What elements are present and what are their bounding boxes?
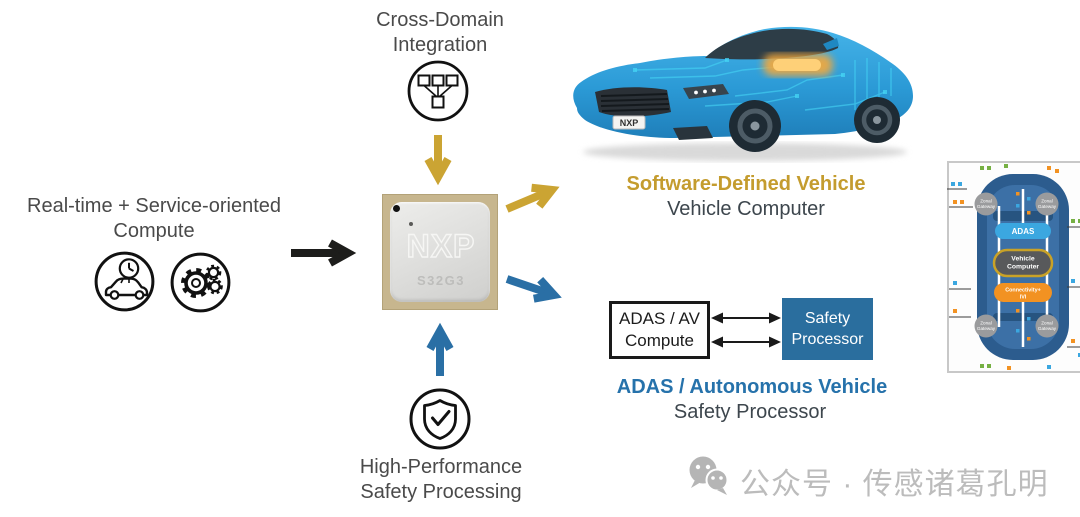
sdv-subtitle: Vehicle Computer — [667, 198, 825, 220]
zonal-conn-label2: IVI — [1020, 295, 1027, 301]
car-intake — [673, 126, 713, 140]
car-shadow — [583, 143, 907, 161]
zonal-gateway-label: Zonal — [1041, 199, 1053, 204]
safety-processing-line1: High-Performance — [359, 456, 523, 478]
zonal-vehicle-computer-box: Vehicle Computer — [992, 248, 1054, 278]
zonal-gateway-label: Gateway — [1038, 326, 1057, 331]
adas-safety-links — [721, 317, 771, 343]
cross-domain-line2: Integration — [392, 34, 488, 56]
shield-check-icon — [409, 388, 471, 450]
zonal-vc-label1: Vehicle — [1011, 256, 1035, 263]
car-headlight-leds — [694, 88, 716, 95]
s32g3-chip: NXP S32G3 — [382, 194, 498, 310]
zonal-gateway-label: Gateway — [977, 204, 996, 209]
zonal-adas-box: ADAS — [995, 223, 1051, 239]
zonal-gateway-top-left: Zonal Gateway — [974, 192, 998, 216]
car-license-plate: NXP — [612, 115, 646, 130]
chip-logo-text: NXP — [407, 228, 476, 264]
safety-processing-caption: High-Performance Safety Processing — [360, 455, 522, 505]
car-rear-wheel — [854, 97, 900, 143]
chip-markings: NXP S32G3 — [406, 227, 476, 288]
zonal-gateway-label: Gateway — [1038, 204, 1057, 209]
zonal-gateway-label: Zonal — [1041, 321, 1053, 326]
chip-part-number: S32G3 — [417, 273, 465, 288]
watermark-text: 公众号 · 传感诸葛孔明 — [740, 468, 1049, 501]
car-mirror — [823, 38, 839, 50]
wechat-icon — [689, 456, 729, 495]
zonal-gateway-bottom-left: Zonal Gateway — [974, 314, 998, 338]
car-grille-slats — [600, 93, 670, 112]
zonal-gateway-label: Zonal — [980, 199, 992, 204]
zonal-gateway-top-right: Zonal Gateway — [1035, 192, 1059, 216]
safety-processor-box: Safety Processor — [782, 298, 873, 360]
software-defined-vehicle-image: NXP — [573, 26, 913, 161]
safety-box-line2: Processor — [791, 331, 864, 348]
car-glasshouse — [705, 28, 839, 60]
zonal-connectivity-box: Connectivity+ IVI — [994, 283, 1052, 302]
sdv-title: Software-Defined Vehicle — [626, 173, 866, 195]
realtime-line1: Real-time + Service-oriented — [27, 195, 281, 217]
safety-box-line1: Safety — [804, 310, 851, 327]
car-chip-glow-core — [773, 59, 821, 71]
adas-title: ADAS / Autonomous Vehicle — [616, 376, 888, 398]
cross-domain-caption: Cross-Domain Integration — [376, 8, 504, 58]
adas-av-compute-box: ADAS / AV Compute — [609, 301, 710, 359]
arrow-gold-diagonal — [505, 183, 560, 213]
service-gears-icon — [170, 252, 231, 313]
zonal-conn-label1: Connectivity+ — [1005, 288, 1041, 294]
chip-lid — [390, 202, 490, 302]
adas-box-line1: ADAS / AV — [619, 309, 700, 328]
realtime-caption: Real-time + Service-oriented Compute — [27, 194, 281, 244]
car-front-wheel — [729, 100, 781, 152]
safety-processing-line2: Safety Processing — [360, 481, 522, 503]
zonal-architecture-panel: Zonal Gateway Zonal Gateway Zonal Gatewa… — [947, 161, 1080, 373]
car-plate-text: NXP — [620, 118, 639, 128]
arrow-blue-diagonal — [505, 275, 562, 303]
zonal-gateway-bottom-right: Zonal Gateway — [1035, 314, 1059, 338]
zonal-gateway-label: Zonal — [980, 321, 992, 326]
zonal-spine-nodes — [1016, 192, 1031, 341]
realtime-line2: Compute — [113, 220, 195, 242]
zonal-vc-label2: Computer — [1007, 264, 1039, 271]
realtime-clock-car-icon — [94, 251, 155, 312]
adas-subtitle: Safety Processor — [673, 401, 827, 423]
zonal-peripheral-lines — [947, 188, 1080, 348]
chip-small-dot — [409, 222, 413, 226]
adas-box-line2: Compute — [625, 331, 694, 350]
zonal-peripheral-nodes — [951, 164, 1080, 370]
chip-pin1-dot — [393, 205, 400, 212]
cross-domain-integration-icon — [407, 60, 469, 122]
car-circuit-pattern — [634, 58, 892, 111]
zonal-adas-label: ADAS — [1012, 227, 1035, 236]
cross-domain-line1: Cross-Domain — [376, 9, 504, 31]
car-grille — [595, 87, 671, 117]
zonal-gateway-label: Gateway — [977, 326, 996, 331]
